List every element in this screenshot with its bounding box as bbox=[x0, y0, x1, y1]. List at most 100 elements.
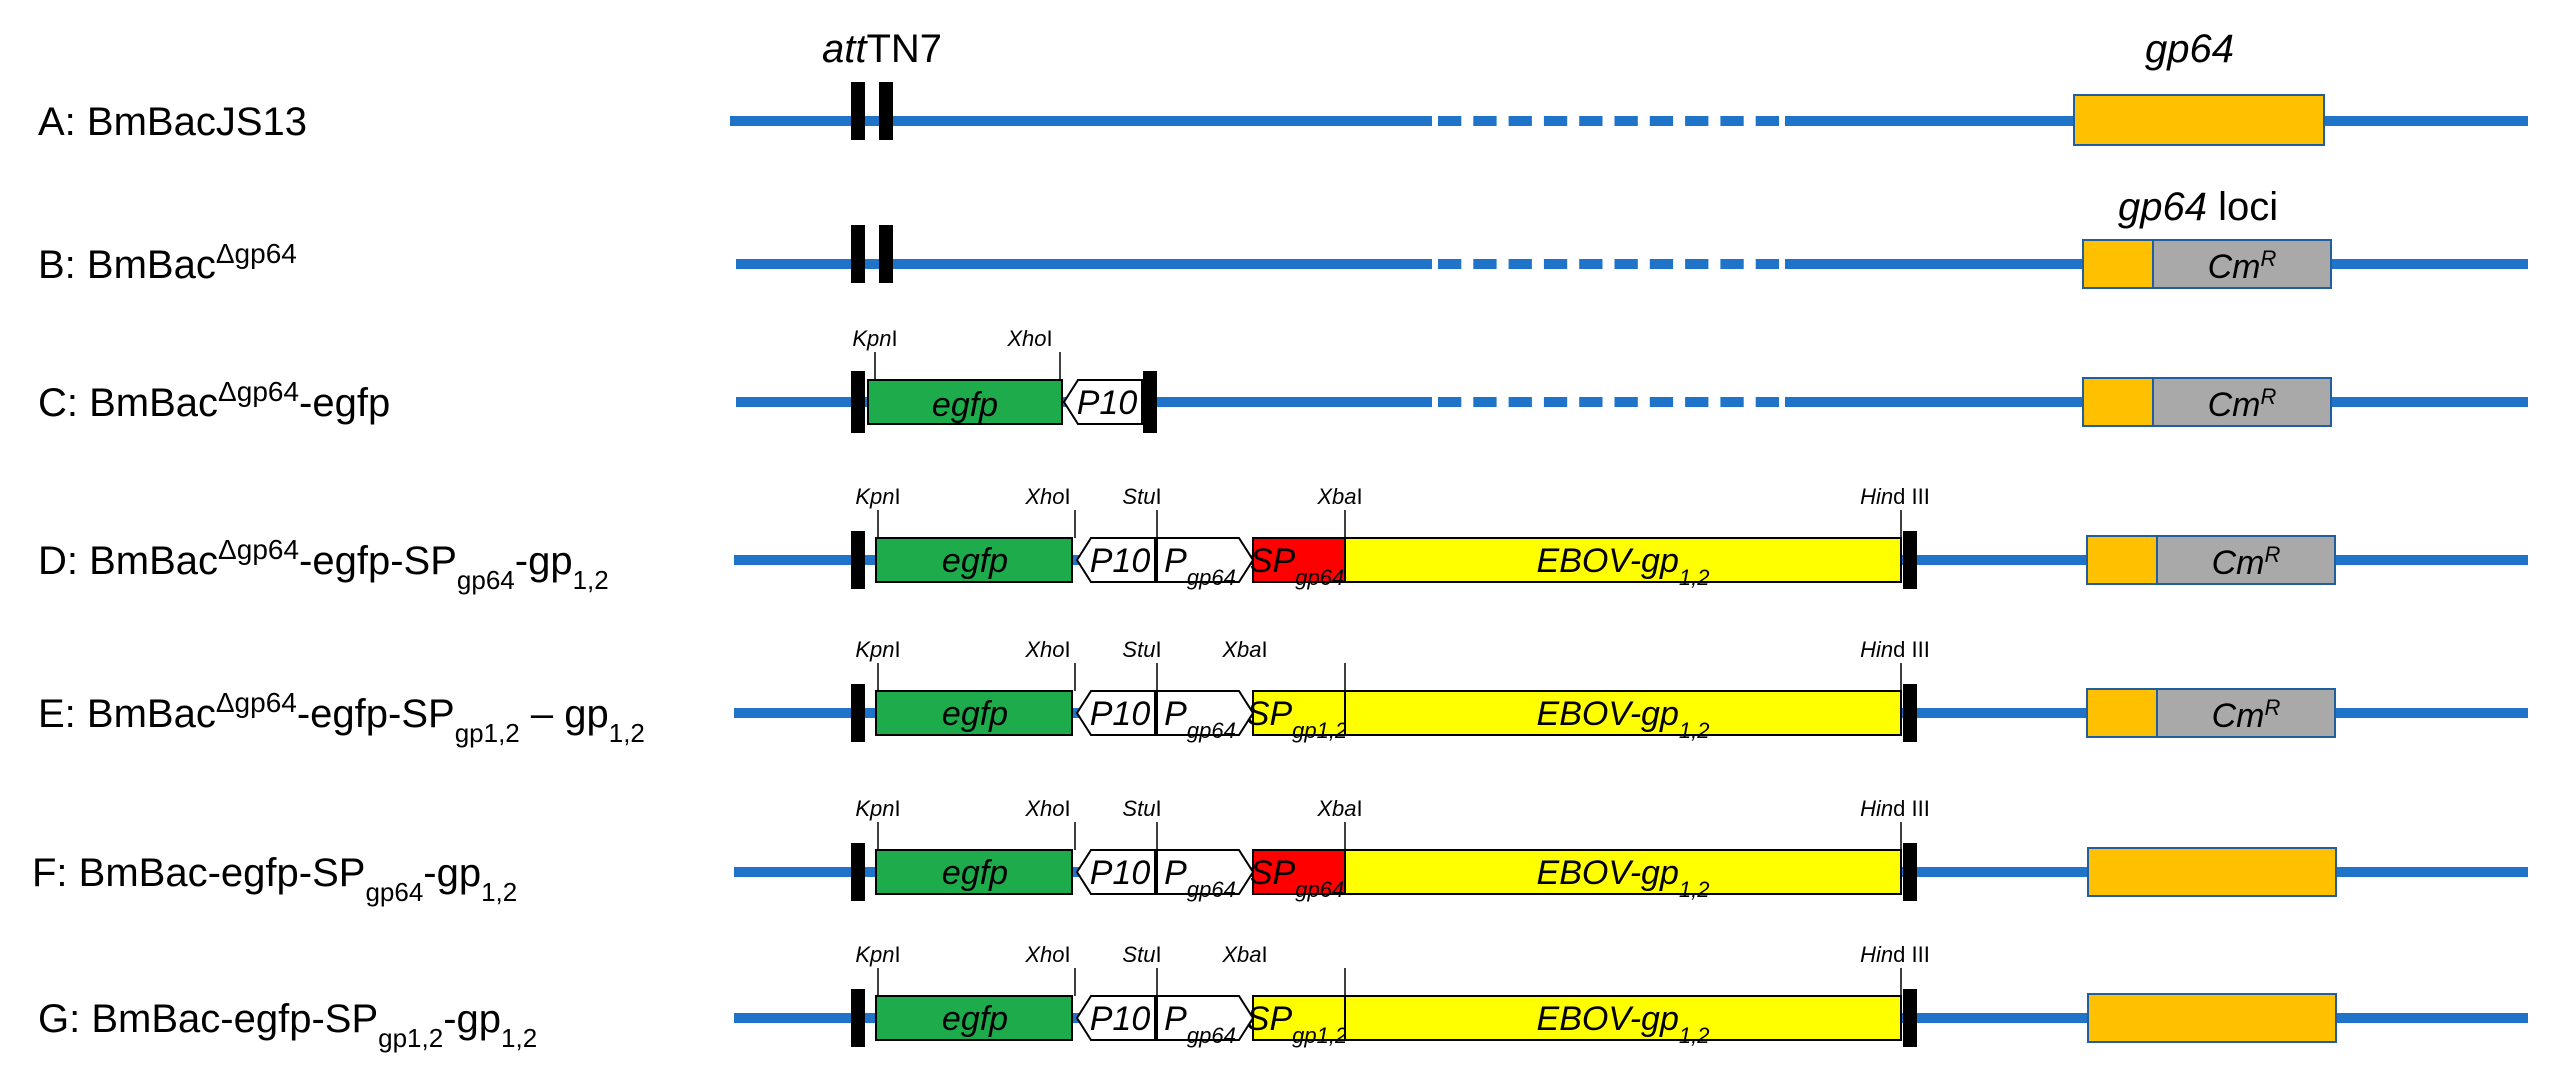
backbone-dash bbox=[1614, 259, 1638, 269]
site-xba: XbaI bbox=[1221, 637, 1267, 662]
backbone-dash bbox=[1473, 116, 1497, 126]
row-label: G: BmBac-egfp-SPgp1,2-gp1,2 bbox=[38, 997, 537, 1053]
site-xho: XhoI bbox=[1006, 326, 1052, 351]
pgp64-label: Pgp64 bbox=[1164, 1000, 1236, 1048]
cmr-box bbox=[2156, 535, 2336, 585]
backbone-dash bbox=[1508, 116, 1532, 126]
row-label: D: BmBacΔgp64-egfp-SPgp64-gp1,2 bbox=[38, 534, 609, 596]
backbone-dash bbox=[1508, 397, 1532, 407]
p10-label: P10 bbox=[1090, 695, 1151, 733]
ebov-gp-label: EBOV-gp1,2 bbox=[1537, 1000, 1710, 1048]
pgp64-promoter bbox=[1156, 849, 1255, 895]
ebov-gp-label: EBOV-gp1,2 bbox=[1537, 695, 1710, 743]
insertion-marker bbox=[851, 225, 865, 283]
egfp-label: egfp bbox=[942, 695, 1008, 733]
row-label: B: BmBacΔgp64 bbox=[38, 238, 297, 288]
egfp-label: egfp bbox=[942, 1000, 1008, 1038]
signal-peptide-box bbox=[1252, 690, 1346, 736]
backbone bbox=[736, 259, 1432, 269]
pgp64-label: Pgp64 bbox=[1164, 542, 1236, 590]
backbone-dash bbox=[1438, 259, 1462, 269]
ebov-gp-box bbox=[1344, 690, 1902, 736]
construct-row: G: BmBac-egfp-SPgp1,2-gp1,2 egfp P10 Pgp64 S… bbox=[38, 942, 2528, 1053]
pgp64-promoter bbox=[1156, 995, 1255, 1041]
egfp-label: egfp bbox=[942, 542, 1008, 580]
egfp-box bbox=[875, 849, 1073, 895]
site-hind: Hind III bbox=[1860, 484, 1930, 509]
site-stu: StuI bbox=[1122, 796, 1161, 821]
gp64-gene-box bbox=[2087, 993, 2337, 1043]
p10-label: P10 bbox=[1090, 854, 1151, 892]
insertion-marker bbox=[851, 684, 865, 742]
backbone-dash bbox=[1579, 116, 1603, 126]
cmr-label: CmR bbox=[2208, 384, 2277, 425]
p10-promoter bbox=[1075, 995, 1156, 1041]
egfp-label: egfp bbox=[932, 386, 998, 424]
egfp-box bbox=[867, 379, 1063, 425]
site-kpn: KpnI bbox=[855, 942, 900, 967]
backbone-dash bbox=[1543, 397, 1568, 407]
p10-label: P10 bbox=[1090, 542, 1151, 580]
gp64-gene-box bbox=[2082, 239, 2154, 289]
backbone bbox=[730, 116, 1432, 126]
p10-label: P10 bbox=[1090, 1000, 1151, 1038]
insertion-marker bbox=[851, 531, 865, 589]
egfp-label: egfp bbox=[942, 854, 1008, 892]
insertion-marker bbox=[879, 225, 893, 283]
site-xba: XbaI bbox=[1316, 484, 1362, 509]
row-label: F: BmBac-egfp-SPgp64-gp1,2 bbox=[32, 851, 517, 907]
cmr-box bbox=[2152, 377, 2332, 427]
ebov-gp-box bbox=[1344, 849, 1902, 895]
backbone-dash bbox=[1579, 397, 1603, 407]
cmr-box bbox=[2156, 688, 2336, 738]
pgp64-label: Pgp64 bbox=[1164, 854, 1236, 902]
egfp-box bbox=[875, 690, 1073, 736]
signal-peptide-box bbox=[1252, 537, 1346, 583]
site-xba: XbaI bbox=[1316, 796, 1362, 821]
row-label: C: BmBacΔgp64-egfp bbox=[38, 376, 390, 426]
backbone-dash bbox=[1755, 397, 1779, 407]
ebov-gp-label: EBOV-gp1,2 bbox=[1537, 854, 1710, 902]
backbone-dash bbox=[1543, 116, 1568, 126]
cmr-label: CmR bbox=[2212, 695, 2281, 736]
insertion-marker bbox=[851, 989, 865, 1047]
p10-promoter bbox=[1075, 537, 1156, 583]
site-hind: Hind III bbox=[1860, 637, 1930, 662]
p10-promoter bbox=[1062, 379, 1143, 425]
signal-peptide-label: SPgp64 bbox=[1250, 854, 1344, 902]
gp64-gene-box bbox=[2086, 535, 2158, 585]
construct-row: F: BmBac-egfp-SPgp64-gp1,2 egfp P10 Pgp64 SP… bbox=[32, 796, 2528, 907]
backbone-dash bbox=[1649, 116, 1674, 126]
site-hind: Hind III bbox=[1860, 796, 1930, 821]
backbone-dash bbox=[1473, 397, 1497, 407]
backbone-dash bbox=[1649, 397, 1674, 407]
site-stu: StuI bbox=[1122, 637, 1161, 662]
backbone-dash bbox=[1438, 397, 1462, 407]
backbone-dash bbox=[1720, 116, 1744, 126]
gp64-loci-annotation: gp64 loci bbox=[2118, 185, 2278, 229]
backbone-dash bbox=[1720, 259, 1744, 269]
site-stu: StuI bbox=[1122, 942, 1161, 967]
egfp-box bbox=[875, 995, 1073, 1041]
construct-row: E: BmBacΔgp64-egfp-SPgp1,2 – gp1,2 CmR egf… bbox=[38, 637, 2528, 748]
gp64-gene-box bbox=[2086, 688, 2158, 738]
signal-peptide-label: SPgp1,2 bbox=[1247, 695, 1347, 743]
backbone-dash bbox=[1438, 116, 1462, 126]
p10-promoter bbox=[1075, 690, 1156, 736]
insertion-marker bbox=[851, 82, 865, 140]
site-stu: StuI bbox=[1122, 484, 1161, 509]
backbone-dash bbox=[1685, 259, 1709, 269]
gp64-gene-box bbox=[2073, 94, 2325, 146]
backbone-dash bbox=[1649, 259, 1674, 269]
site-hind: Hind III bbox=[1860, 942, 1930, 967]
site-xho: XhoI bbox=[1024, 637, 1070, 662]
row-label: E: BmBacΔgp64-egfp-SPgp1,2 – gp1,2 bbox=[38, 687, 645, 749]
ebov-gp-box bbox=[1344, 537, 1902, 583]
p10-promoter bbox=[1075, 849, 1156, 895]
ebov-gp-box bbox=[1344, 995, 1902, 1041]
insertion-marker bbox=[1903, 531, 1917, 589]
